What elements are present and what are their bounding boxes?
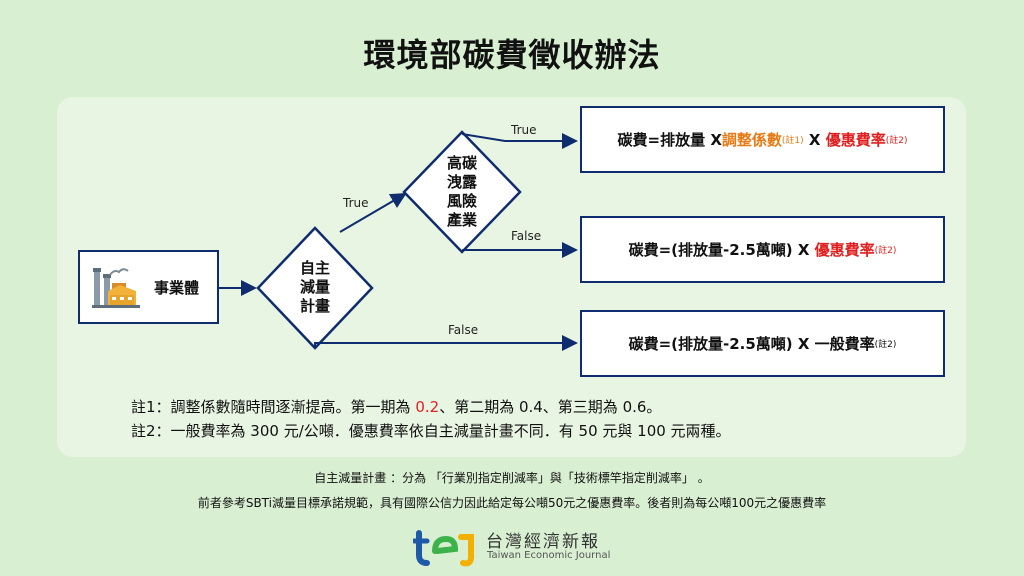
footnote-1-rest: 、第二期為 0.4、第三期為 0.6。: [439, 398, 662, 416]
factory-icon: [92, 268, 140, 308]
formula2-base: 碳費=(排放量-2.5萬噸) X: [628, 241, 815, 259]
decision-label-high-carbon: 高碳 洩露 風險 產業: [446, 154, 477, 229]
formula1-note2: (註2): [885, 136, 908, 146]
entity-label: 事業體: [154, 278, 200, 297]
formula1-base: 碳費=排放量 X: [617, 131, 722, 149]
formula2-note: (註2): [874, 246, 897, 256]
brand-name-english: Taiwan Economic Journal: [487, 550, 611, 561]
tej-logo: [413, 530, 474, 567]
page-title: 環境部碳費徵收辦法: [363, 36, 661, 74]
decision-diamond-self-reduction: [256, 226, 374, 350]
footnote-1-value: 0.2: [415, 398, 440, 416]
edge-label-false-1: False: [511, 229, 542, 243]
brand-name-chinese: 台灣經濟新報: [486, 532, 600, 552]
formula1-rate: 優惠費率: [825, 131, 886, 149]
arrow-true-to-formula1: [461, 133, 578, 149]
formula3-base: 碳費=(排放量-2.5萬噸) X 一般費率: [628, 335, 875, 353]
footer-line-2: 前者參考SBTi減量目標承諾規範，具有國際公信力因此給定每公噸50元之優惠費率。…: [197, 496, 827, 510]
footnotes: 註1：調整係數隨時間逐漸提高。第一期為 0.2、第二期為 0.4、第三期為 0.…: [131, 395, 731, 443]
formula1-multiply: X: [803, 130, 826, 149]
footnote-1-text: 註1：調整係數隨時間逐漸提高。第一期為: [131, 398, 416, 416]
formula3-note: (註2): [874, 340, 897, 350]
edge-label-true-1: True: [343, 196, 369, 210]
formula2-rate: 優惠費率: [814, 241, 875, 259]
footnote-1: 註1：調整係數隨時間逐漸提高。第一期為 0.2、第二期為 0.4、第三期為 0.…: [131, 395, 731, 419]
edge-label-false-2: False: [448, 323, 479, 337]
formula1-adjustment: 調整係數: [721, 131, 782, 149]
formula-box-3: 碳費=(排放量-2.5萬噸) X 一般費率 (註2): [580, 310, 945, 377]
arrow-false-to-formula3: [314, 335, 578, 351]
formula-box-1: 碳費=排放量 X 調整係數 (註1) X 優惠費率 (註2): [580, 106, 945, 173]
decision-label-self-reduction: 自主 減量 計畫: [299, 259, 330, 315]
entity-box: 事業體: [78, 250, 219, 324]
formula1-note1: (註1): [781, 136, 804, 146]
footnote-2: 註2：一般費率為 300 元/公噸．優惠費率依自主減量計畫不同．有 50 元與 …: [131, 422, 731, 440]
edge-label-true-2: True: [511, 123, 537, 137]
formula-box-2: 碳費=(排放量-2.5萬噸) X 優惠費率 (註2): [580, 216, 945, 283]
footer-line-1: 自主減量計畫 ：分為 「行業別指定削減率」與「技術標竿指定削減率」 。: [314, 471, 710, 485]
decision-diamond-high-carbon: [402, 130, 522, 254]
arrow-true-to-high-carbon: [339, 192, 407, 233]
